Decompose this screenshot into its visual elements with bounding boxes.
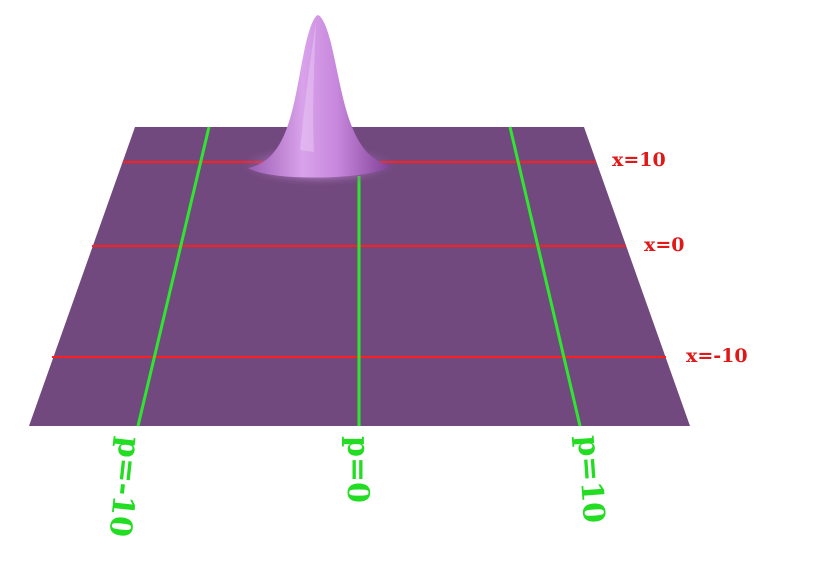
x-label-10: x=10 xyxy=(612,149,666,171)
p-label-0: p=0 xyxy=(340,436,375,503)
peak-highlight xyxy=(300,22,316,152)
p-label-10: p=10 xyxy=(570,434,611,524)
p-line-neg10 xyxy=(136,126,211,427)
p-label-neg10: p=-10 xyxy=(102,435,147,538)
peak-surface xyxy=(248,15,392,178)
p-line-10 xyxy=(508,126,582,427)
wave-packet-peak xyxy=(238,15,398,187)
x-label-0: x=0 xyxy=(644,234,684,256)
x-label-neg10: x=-10 xyxy=(686,345,748,367)
